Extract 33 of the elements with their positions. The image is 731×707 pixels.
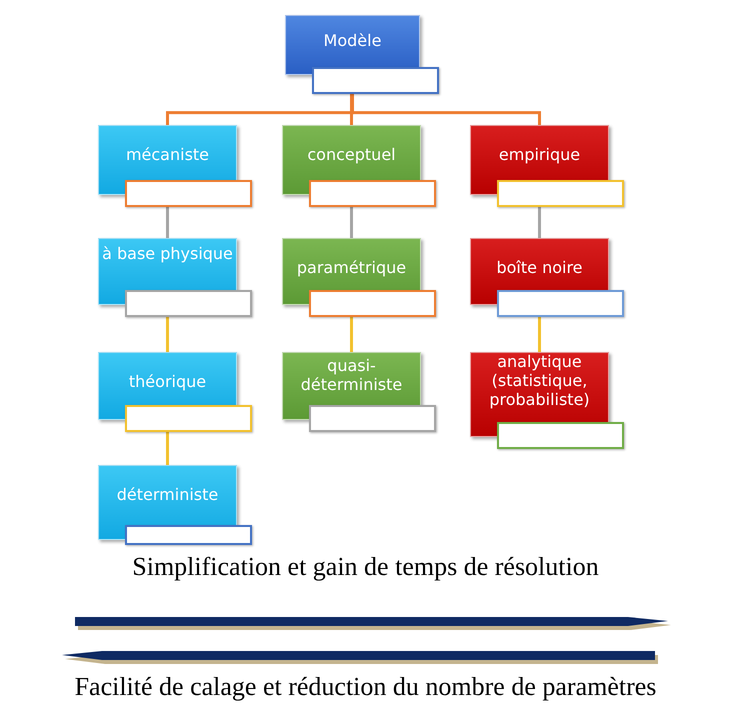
category-card [470,352,625,449]
category-card [470,125,625,207]
category-card [285,15,436,94]
connector-line [351,94,541,125]
connector-line [350,94,353,125]
category-card [98,465,253,545]
connector-line [166,207,169,238]
category-label: Modèle [322,31,382,50]
connector-line [350,317,353,352]
category-label: conceptuel [306,145,397,164]
category-label: paramétrique [296,258,408,278]
axis-caption: Simplification et gain de temps de résolution [131,552,600,582]
category-card [98,125,253,207]
category-label: boîte noire [495,258,584,278]
category-card [98,352,253,432]
category-label: quasi-déterministe [300,356,404,394]
category-label: mécaniste [124,145,210,164]
category-card [98,238,253,317]
category-card [282,238,437,317]
category-label: à base physique [101,244,234,264]
category-card [470,238,625,317]
category-label: théorique [128,372,208,392]
connector-line [538,317,541,352]
connector-line [350,207,353,238]
connector-line [166,317,169,352]
axis-caption: Facilité de calage et réduction du nombre de paramètres [74,672,658,702]
category-label: déterministe [116,485,220,504]
category-label: analytique (statistique, probabiliste) [488,352,591,410]
category-card [282,352,437,432]
category-label: empirique [498,145,582,164]
category-card [282,125,437,207]
connector-line [538,207,541,238]
connector-line [166,432,169,465]
